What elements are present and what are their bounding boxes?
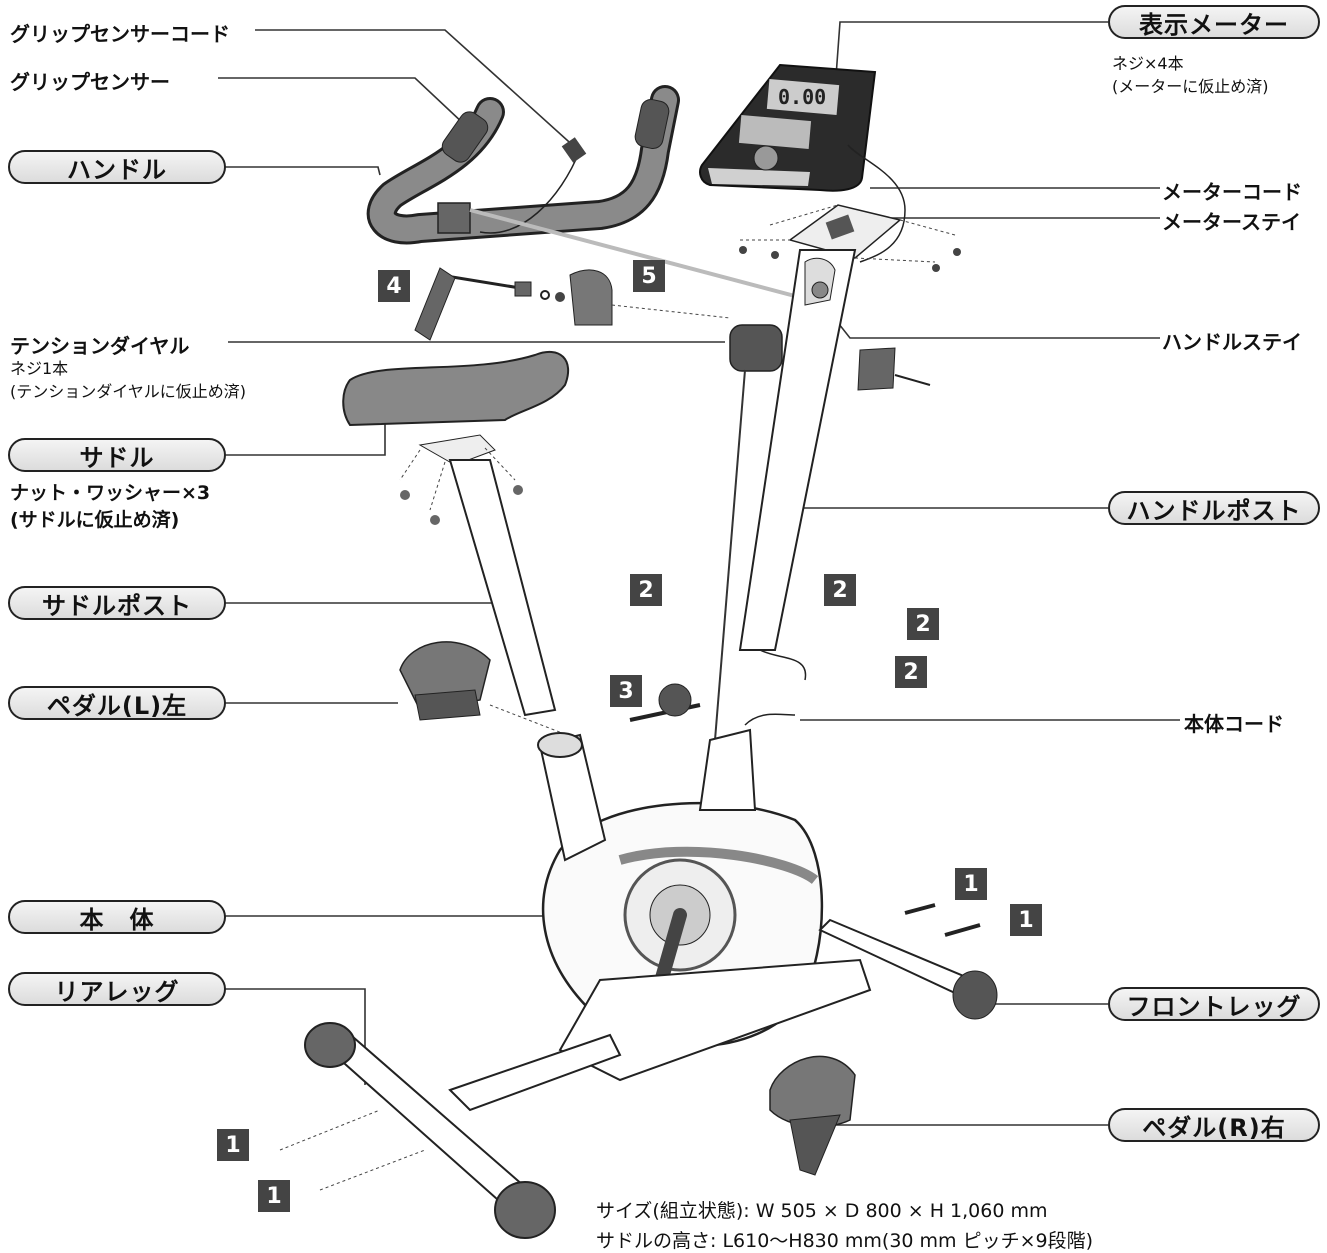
step-number-2: 2 [907, 608, 939, 640]
step-number-3: 3 [610, 675, 642, 707]
meter-stay-illustration [739, 204, 961, 272]
note-display-meter: ネジ×4本 (メーターに仮止め済) [1112, 54, 1269, 96]
label-pedal-left: ペダル(L)左 [8, 686, 226, 720]
label-tension-dial: テンションダイヤル [10, 334, 190, 358]
label-grip-sensor-cord: グリップセンサーコード [10, 22, 230, 46]
label-body: 本 体 [8, 900, 226, 934]
step-number-2: 2 [895, 656, 927, 688]
step-number-5: 5 [633, 260, 665, 292]
display-meter-illustration: 0.00 [699, 63, 906, 263]
label-meter-cord: メーターコード [1162, 180, 1302, 204]
label-pedal-right: ペダル(R)右 [1108, 1108, 1320, 1142]
handle-bar-illustration [366, 85, 680, 245]
step-number-1: 1 [217, 1129, 249, 1161]
step-number-2: 2 [630, 574, 662, 606]
label-saddle: サドル [8, 438, 226, 472]
label-grip-sensor: グリップセンサー [10, 70, 170, 94]
pedal-left-illustration [399, 641, 581, 741]
saddle-illustration [342, 350, 570, 717]
label-rear-leg: リアレッグ [8, 972, 226, 1006]
label-meter-stay: メーターステイ [1162, 210, 1301, 234]
parts-4-5 [414, 267, 731, 341]
step-number-1: 1 [955, 868, 987, 900]
step-number-1: 1 [258, 1180, 290, 1212]
meter-readout: 0.00 [778, 85, 826, 109]
label-body-cord: 本体コード [1184, 712, 1284, 736]
handle-post-illustration [714, 249, 931, 741]
step-number-4: 4 [378, 270, 410, 302]
rear-leg-illustration [279, 1022, 556, 1239]
spec-saddle-height: サドルの高さ: L610〜H830 mm(30 mm ピッチ×9段階) [596, 1230, 1094, 1252]
step-number-1: 1 [1010, 904, 1042, 936]
label-handle-post: ハンドルポスト [1108, 491, 1320, 525]
main-body-illustration [448, 728, 998, 1112]
label-front-leg: フロントレッグ [1108, 987, 1320, 1021]
label-handle-stay: ハンドルステイ [1162, 330, 1302, 354]
pedal-right-illustration [769, 1055, 856, 1176]
label-display-meter: 表示メーター [1108, 5, 1320, 39]
label-handle: ハンドル [8, 150, 226, 184]
spec-size: サイズ(組立状態): W 505 × D 800 × H 1,060 mm [596, 1200, 1048, 1222]
step-number-2: 2 [824, 574, 856, 606]
label-saddle-post: サドルポスト [8, 586, 226, 620]
note-saddle: ナット・ワッシャー×3 (サドルに仮止め済) [10, 482, 211, 531]
note-tension-dial: ネジ1本 (テンションダイヤルに仮止め済) [10, 359, 247, 401]
